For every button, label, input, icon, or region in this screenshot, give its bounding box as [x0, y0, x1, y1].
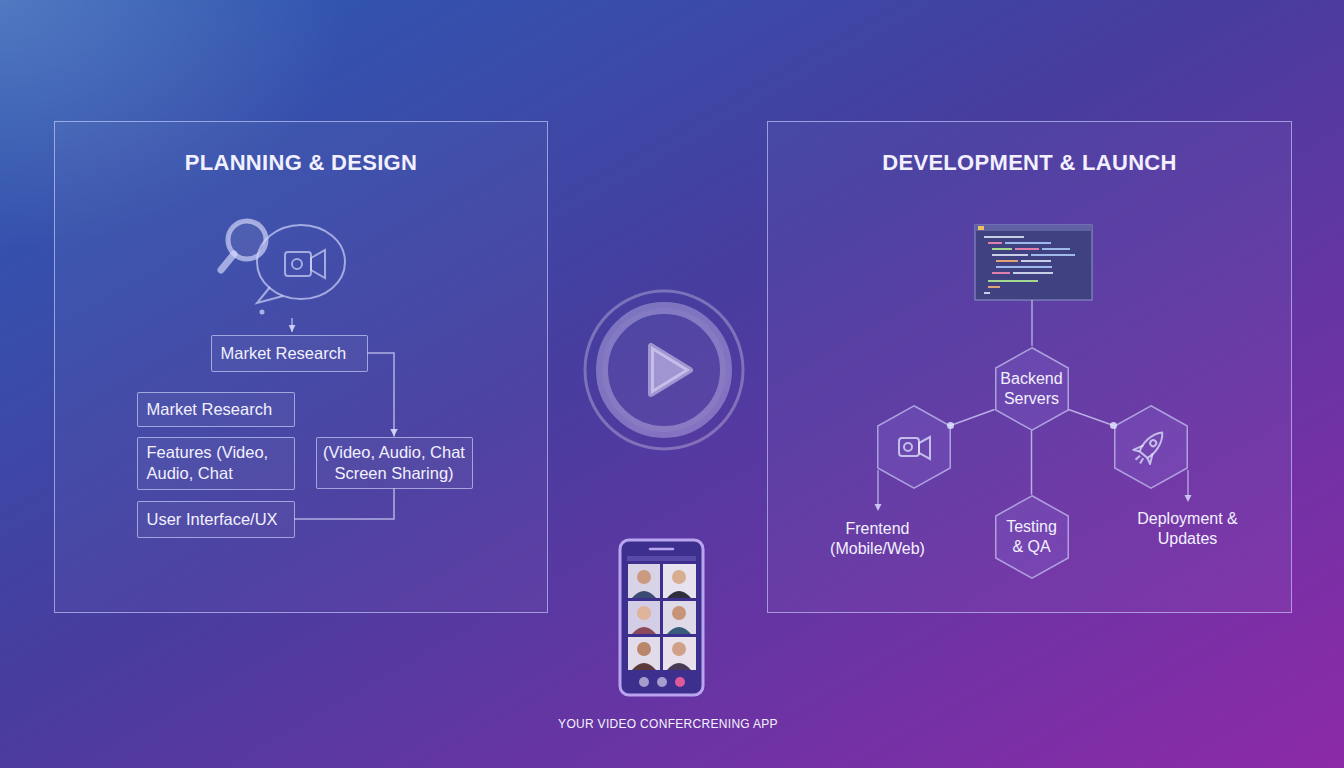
play-outer-ring	[585, 291, 743, 449]
face	[637, 570, 651, 584]
connector	[951, 410, 995, 426]
video-tile	[663, 601, 696, 634]
hexagon-outline	[877, 405, 950, 488]
camera-lens	[919, 437, 930, 459]
rocket-flame	[1135, 455, 1143, 463]
hexagon-outline	[995, 495, 1068, 578]
process-box: Features (Video, Audio, Chat	[137, 437, 295, 490]
leader-line	[1187, 470, 1189, 496]
panel-heading: PLANNING & DESIGN	[55, 150, 547, 176]
hexagon-node: Testing & QA	[995, 495, 1069, 579]
phone-header	[627, 556, 696, 561]
hexagon-node: Deployment & Updates	[1114, 405, 1188, 489]
face	[672, 642, 686, 656]
face	[637, 606, 651, 620]
rocket-body	[1138, 428, 1167, 459]
node-label: Backend Servers	[998, 369, 1066, 409]
shoulders	[632, 627, 656, 634]
leader-line	[877, 470, 879, 505]
phone-speaker	[650, 548, 673, 551]
shoulders	[667, 627, 691, 634]
play-inner-ring	[602, 308, 726, 432]
text-group: (Video, Audio, Chat Screen Sharing)	[317, 438, 472, 488]
face	[672, 570, 686, 584]
connector	[295, 489, 395, 520]
play-triangle	[651, 346, 690, 394]
connector-dot	[947, 422, 954, 429]
hexagon-shape	[877, 405, 951, 489]
phone-illustration	[620, 540, 703, 695]
hexagon-outline	[995, 347, 1068, 430]
shoulders	[667, 663, 691, 670]
text-group: Features (Video, Audio, Chat	[138, 438, 294, 489]
leader-arrowhead	[1184, 495, 1191, 502]
node-label: (Video, Audio, Chat Screen Sharing)	[320, 442, 469, 484]
video-tile	[628, 601, 660, 634]
face	[672, 606, 686, 620]
call-button	[639, 677, 649, 687]
camera-body	[899, 438, 919, 456]
connector-dot	[1110, 422, 1117, 429]
node-label: Market Research	[221, 343, 347, 364]
text-group: Frentend (Mobile/Web)	[818, 519, 938, 559]
text-group: Backend Servers	[998, 347, 1066, 431]
video-tile	[628, 637, 660, 670]
hexagon-shape	[995, 495, 1069, 579]
connector	[1069, 410, 1114, 426]
play-button	[585, 291, 743, 449]
phase-panel: Backend ServersFrentend (Mobile/Web) Test…	[767, 121, 1292, 613]
call-button	[657, 677, 667, 687]
video-tile	[663, 637, 696, 670]
rocket-icon	[1129, 425, 1170, 468]
node-label: Market Research	[147, 399, 273, 420]
text-group: PLANNING & DESIGN	[55, 150, 547, 176]
text-group: Market Research	[138, 393, 294, 426]
shoulders	[667, 591, 691, 598]
panel-heading: DEVELOPMENT & LAUNCH	[768, 150, 1291, 176]
phase-panel: Market ResearchMarket ResearchFeatures (…	[54, 121, 548, 613]
rocket-fin	[1133, 442, 1144, 454]
shoulders	[632, 591, 656, 598]
phone-frame	[620, 540, 703, 695]
shoulders	[632, 663, 656, 670]
hexagon-shape	[995, 347, 1069, 431]
face	[637, 642, 651, 656]
rocket-fin	[1145, 453, 1156, 465]
hexagon-outline	[1114, 405, 1187, 488]
node-label: Frentend (Mobile/Web)	[818, 519, 938, 559]
connector	[368, 353, 395, 437]
hexagon-node: Backend Servers	[995, 347, 1069, 431]
text-group: DEVELOPMENT & LAUNCH	[768, 150, 1291, 176]
text-group: Deployment & Updates	[1128, 509, 1248, 549]
rocket-window	[1149, 439, 1157, 447]
hexagon-node: Frentend (Mobile/Web)	[877, 405, 951, 489]
process-box: User Interface/UX	[137, 501, 295, 538]
camera-dot	[904, 443, 912, 451]
text-group: User Interface/UX	[138, 502, 294, 537]
call-button	[675, 677, 685, 687]
camera-icon	[899, 437, 930, 459]
node-label: Testing & QA	[1002, 517, 1062, 557]
leader-arrowhead	[874, 504, 881, 511]
video-tile	[628, 564, 660, 598]
node-label: Deployment & Updates	[1128, 509, 1248, 549]
connector	[1031, 431, 1033, 495]
node-label: User Interface/UX	[147, 509, 278, 530]
text-group: Market Research	[212, 336, 367, 371]
video-tile	[663, 564, 696, 598]
caption: YOUR VIDEO CONFERCRENING APP	[468, 717, 868, 731]
process-box: Market Research	[211, 335, 368, 372]
process-box: (Video, Audio, Chat Screen Sharing)	[316, 437, 473, 489]
hexagon-shape	[1114, 405, 1188, 489]
node-label: Features (Video, Audio, Chat	[147, 442, 288, 484]
process-box: Market Research	[137, 392, 295, 427]
text-group: Testing & QA	[1002, 495, 1062, 579]
